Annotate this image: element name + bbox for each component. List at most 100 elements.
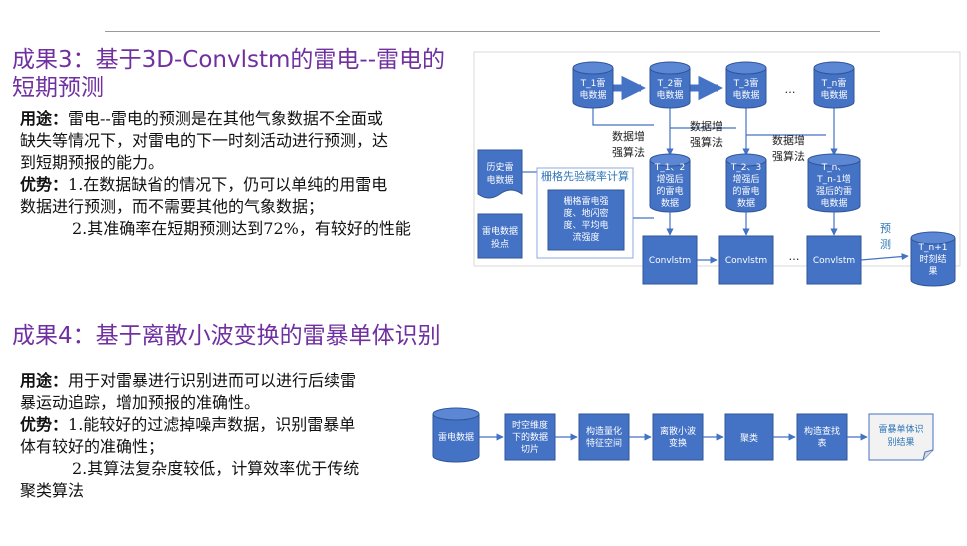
section3-usage-text-3: 到短期预报的能力。: [20, 153, 165, 172]
e2-line3: 的雷电: [732, 185, 759, 197]
d2-source-label: 雷电数据: [438, 431, 474, 443]
d2-source-cylinder: 雷电数据: [432, 407, 480, 463]
en-line2: T_n-1增: [816, 173, 851, 185]
d2-s3-line2: 变换: [669, 437, 687, 449]
bottom-ellipsis: …: [789, 250, 800, 263]
out-line3: 果: [928, 266, 937, 277]
d2-s5-line2: 表: [817, 437, 826, 449]
convlstm-node-2: Convlstm: [718, 235, 774, 285]
section3-adv-1a: 1.在数据缺省的情况下，仍可以单纯的用雷电: [68, 175, 388, 194]
out-line2: 时刻结: [919, 253, 946, 265]
e2-line2: 增强后: [732, 173, 759, 185]
aug-left-2: 强算法: [612, 145, 645, 159]
section4-adv-2b: 聚类算法: [20, 481, 85, 500]
aug-mid-2: 强算法: [690, 135, 723, 149]
history-data-node: 历史雷 电数据: [477, 149, 523, 199]
e1-line2: 增强后: [656, 173, 683, 185]
d2-step-slice: 时空维度 下的数据 切片: [504, 413, 556, 461]
d2-s2-line2: 特征空间: [586, 437, 622, 449]
cylinder-t3: T_3雷 电数据: [725, 61, 767, 109]
en-line3: 强后的雷: [816, 185, 852, 197]
e2-line1: T_2、3: [730, 163, 761, 173]
aug-mid-1: 数据增: [690, 119, 723, 133]
conv3-label: Convlstm: [813, 256, 855, 266]
d2-step-cluster: 聚类: [724, 413, 774, 461]
section4-usage-label: 用途：: [20, 371, 69, 390]
out-line1: T_n+1: [918, 243, 948, 253]
section3-adv-2: 2.其准确率在短期预测达到72%，有较好的性能: [72, 219, 411, 238]
section4-adv-1a: 1.能较好的过滤掉噪声数据，识别雷暴单: [68, 415, 356, 434]
aug-right-2: 强算法: [772, 149, 805, 163]
t2-line2: 电数据: [656, 89, 683, 101]
d2-result-line2: 别结果: [887, 436, 914, 448]
d2-result-document: 雷暴单体识 别结果: [868, 413, 934, 461]
t3-line2: 电数据: [732, 89, 759, 101]
d2-s1-line1: 时空维度: [512, 419, 548, 431]
tn-line1: T_n雷: [821, 78, 847, 89]
top-ellipsis: …: [785, 83, 796, 96]
t1-line1: T_1雷: [580, 78, 606, 89]
e1-line3: 的雷电: [656, 185, 683, 197]
diagram1-frame: [473, 51, 961, 267]
section3-usage-text-2: 缺失等情况下，对雷电的下一时刻活动进行预测，达: [20, 131, 389, 150]
e1-line1: T_1、2: [654, 163, 685, 173]
aug-left-1: 数据增: [612, 129, 645, 143]
grid-line3: 度、平均电: [563, 219, 608, 231]
section3-adv-1b: 数据进行预测，而不需要其他的气象数据；: [20, 197, 325, 216]
section3-title: 成果3：基于3D-Convlstm的雷电--雷电的 短期预测: [12, 46, 445, 102]
cylinder-e2: T_2、3 增强后 的雷电 数据: [725, 153, 767, 213]
en-line1: T_n、: [821, 163, 847, 173]
d2-step-wavelet: 离散小波 变换: [652, 413, 704, 461]
d2-step-feature-space: 构造量化 特征空间: [578, 413, 630, 461]
aug-right-1: 数据增: [772, 133, 805, 147]
en-line4: 电数据: [820, 197, 847, 209]
grid-line1: 栅格雷电强: [563, 195, 608, 207]
line-t1-aug: [592, 108, 654, 126]
conv1-label: Convlstm: [649, 256, 691, 266]
section3-usage-label: 用途：: [20, 109, 69, 128]
points-line1: 雷电数据: [482, 225, 518, 237]
cylinder-en: T_n、 T_n-1增 强后的雷 电数据: [807, 153, 861, 213]
d2-s1-line2: 下的数据: [512, 431, 548, 443]
section3-title-line2: 短期预测: [12, 75, 104, 101]
conv2-label: Convlstm: [725, 256, 767, 266]
grid-line2: 度、地闪密: [563, 207, 608, 219]
d2-s3-line1: 离散小波: [660, 425, 696, 437]
arrow-conv3-output: [860, 252, 909, 261]
t1-line2: 电数据: [579, 89, 606, 101]
hist-line2: 电数据: [486, 174, 513, 186]
t3-line1: T_3雷: [733, 78, 759, 89]
d2-s4-label: 聚类: [740, 432, 758, 444]
convlstm-node-3: Convlstm: [806, 235, 862, 285]
d2-result-line1: 雷暴单体识: [878, 423, 923, 435]
section4-title: 成果4：基于离散小波变换的雷暴单体识别: [12, 323, 441, 349]
d2-step-lookup: 构造查找 表: [796, 413, 848, 461]
convlstm-node-1: Convlstm: [642, 235, 698, 285]
section4-body: 用途：用于对雷暴进行识别进而可以进行后续雷 暴运动追踪，增加预报的准确性。 优势…: [20, 370, 420, 502]
predict-label-2: 测: [880, 238, 891, 251]
section3-body: 用途：雷电--雷电的预测是在其他气象数据不全面或 缺失等情况下，对雷电的下一时刻…: [20, 108, 460, 240]
grid-line4: 流强度: [572, 231, 599, 243]
d2-s5-line1: 构造查找: [804, 425, 840, 437]
section4-usage-text-2: 暴运动追踪，增加预报的准确性。: [20, 393, 261, 412]
section3-usage-text-1: 雷电--雷电的预测是在其他气象数据不全面或: [68, 109, 383, 128]
predict-label-1: 预: [880, 222, 891, 235]
top-divider: [105, 31, 880, 32]
cylinder-e1: T_1、2 增强后 的雷电 数据: [649, 153, 691, 213]
output-cylinder: T_n+1 时刻结 果: [910, 231, 956, 287]
section4-adv-label: 优势：: [20, 415, 69, 434]
cylinder-tn: T_n雷 电数据: [813, 61, 855, 109]
grid-prior-title: 栅格先验概率计算: [541, 169, 629, 183]
section3-adv-label: 优势：: [20, 175, 69, 194]
d2-s2-line1: 构造量化: [586, 425, 622, 437]
cylinder-t2: T_2雷 电数据: [649, 61, 691, 109]
e1-line4: 数据: [661, 197, 679, 209]
cylinder-t1: T_1雷 电数据: [572, 61, 614, 109]
section4-usage-text-1: 用于对雷暴进行识别进而可以进行后续雷: [68, 371, 357, 390]
tn-line2: 电数据: [820, 89, 847, 101]
section4-adv-2a: 2.其算法复杂度较低，计算效率优于传统: [72, 459, 360, 478]
d2-s1-line3: 切片: [521, 443, 539, 455]
hist-line1: 历史雷: [486, 161, 513, 173]
lightning-points-node: 雷电数据 投点: [477, 213, 523, 259]
